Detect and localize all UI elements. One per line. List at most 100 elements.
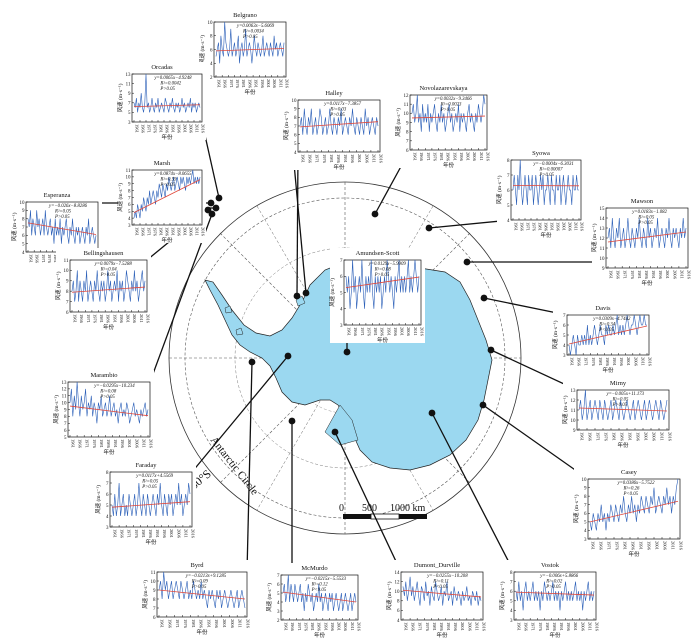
x-tick-label: 1966 [79,314,84,324]
x-tick-label: 1976 [92,439,97,449]
x-tick-label: 2006 [467,622,472,632]
y-axis-label: 风速 (m·s⁻¹) [591,223,598,252]
x-tick-label: 1991 [206,619,211,628]
panel-background [200,10,290,95]
x-tick-label: 2011 [183,529,188,538]
wind-speed-series [589,478,679,531]
x-tick-label: 1991 [171,227,176,236]
y-tick-label: 11 [64,259,69,264]
y-tick-label: 13 [600,227,606,232]
station-marker[interactable] [428,409,436,417]
y-tick-label: 11 [62,395,67,400]
x-tick-label: 1961 [591,541,596,550]
r-squared: R²=0.0034 [242,29,264,35]
panel-title: Davis [595,305,611,312]
station-marker[interactable] [248,358,256,366]
x-tick-label: 1966 [308,154,313,164]
station-marker[interactable] [293,292,301,300]
station-marker[interactable] [425,224,433,232]
y-axis-label: 风速 (m·s⁻¹) [142,580,149,609]
x-tick-label: 1986 [165,227,170,237]
x-tick-label: 2001 [626,357,631,366]
y-tick-label: 10 [64,269,70,274]
p-value: P>0.05 [141,485,157,490]
x-tick-label: 1986 [106,314,111,324]
x-tick-label: 1966 [411,622,416,632]
panel-background [574,467,684,557]
x-tick-label: 2011 [479,152,484,161]
x-tick-label: 1981 [241,79,246,88]
x-tick-label: 1971 [147,124,152,133]
x-tick-label: 1961 [347,327,352,336]
station-marker[interactable] [371,210,379,218]
y-tick-label: 6 [210,48,213,53]
x-tick-label: 1996 [658,270,663,280]
y-tick-label: 11 [126,169,131,174]
y-tick-label: 10 [395,590,401,595]
y-tick-label: 10 [151,580,157,585]
x-tick-label: 1981 [329,154,334,163]
y-axis-label: 风速 (m·s⁻¹) [55,271,62,300]
x-tick-label: 2001 [400,327,405,336]
plot-frame [156,571,248,618]
station-marker[interactable] [212,204,220,212]
station-marker[interactable] [480,294,488,302]
x-tick-label: 1971 [41,254,46,263]
y-tick-label: 7 [584,504,587,509]
y-tick-label: 7 [153,607,156,612]
station-marker[interactable] [288,417,296,425]
y-tick-label: 8 [210,35,213,40]
station-marker[interactable] [463,258,471,266]
r-squared: R²=0.59 [159,177,177,183]
x-tick-label: 2011 [587,622,592,631]
y-tick-label: 3 [584,538,587,543]
y-tick-label: 10 [582,478,588,483]
x-tick-label: 1996 [566,622,571,632]
y-tick-label: 9 [153,589,156,594]
x-axis-label: 年份 [436,631,448,639]
x-tick-label: 1966 [616,270,621,280]
x-tick-label: 1996 [350,154,355,164]
x-tick-label: 1991 [112,314,117,323]
y-tick-label: 10 [292,99,298,104]
y-tick-label: 10 [20,201,26,206]
x-tick-label: 1971 [418,622,423,631]
station-marker[interactable] [302,289,310,297]
y-axis-label: 风速 (m·s⁻¹) [386,581,393,610]
x-tick-label: 1986 [148,529,153,539]
x-tick-label: 2011 [371,154,376,163]
y-tick-label: 5 [510,600,513,605]
x-tick-label: 1971 [360,327,365,336]
y-tick-label: 5 [64,436,67,441]
panel-title: Orcadas [151,64,173,71]
wind-speed-series [282,574,357,612]
x-tick-label: 2006 [568,222,573,232]
y-tick-label: 8 [507,159,510,164]
x-tick-label: 2016 [146,314,151,324]
station-marker[interactable] [343,348,351,356]
x-tick-label: 1991 [155,529,160,538]
station-marker[interactable] [215,194,223,202]
station-marker[interactable] [207,199,215,207]
station-marker[interactable] [208,210,216,218]
y-tick-label: 5 [563,334,566,339]
x-tick-label: 1976 [235,79,240,89]
x-tick-label: 1981 [191,619,196,628]
station-marker[interactable] [479,401,487,409]
y-tick-label: 8 [153,598,156,603]
x-axis-label: 年份 [103,448,115,456]
x-tick-label: 1971 [127,529,132,538]
x-tick-label: 1981 [439,152,444,161]
station-marker[interactable] [487,346,495,354]
panel-title: Casey [621,469,638,476]
station-marker[interactable] [284,352,292,360]
p-value: P<0.05 [159,183,175,188]
station-marker[interactable] [331,428,339,436]
y-tick-label: 8 [294,116,297,121]
x-tick-label: 1981 [373,327,378,336]
y-tick-label: 7 [340,259,343,264]
